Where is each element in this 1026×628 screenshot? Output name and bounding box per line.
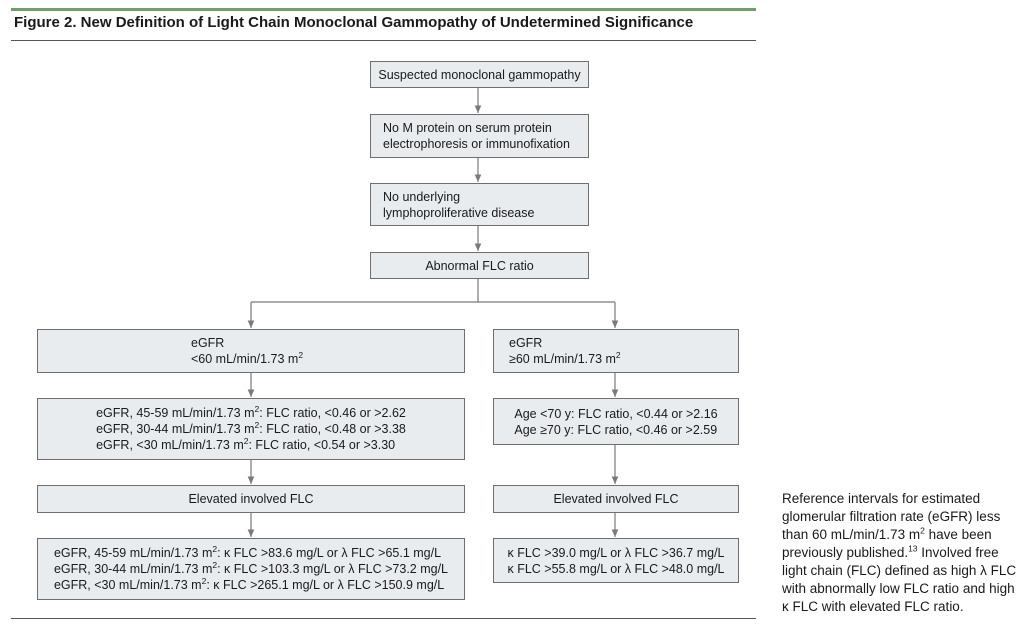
box-abnormal-flc-ratio: Abnormal FLC ratio [370,252,589,279]
ratio-line: eGFR, <30 mL/min/1.73 m2: FLC ratio, <0.… [96,435,396,452]
box-right-elevated-flc: Elevated involved FLC [493,485,739,513]
title-rule [11,40,756,41]
ratio-line: eGFR, 45-59 mL/min/1.73 m2: FLC ratio, <… [96,403,406,420]
flc-line: eGFR, <30 mL/min/1.73 m2: κ FLC >265.1 m… [53,575,445,592]
box-suspected-gammopathy: Suspected monoclonal gammopathy [370,61,589,88]
age-line: Age <70 y: FLC ratio, <0.44 or >2.16 [514,406,718,421]
box-right-flc-thresholds: κ FLC >39.0 mg/L or λ FLC >36.7 mg/L κ F… [493,538,739,583]
ratio-line: eGFR, 30-44 mL/min/1.73 m2: FLC ratio, <… [96,419,406,436]
figure-title: Figure 2. New Definition of Light Chain … [14,14,694,31]
flc-line: eGFR, 45-59 mL/min/1.73 m2: κ FLC >83.6 … [53,543,442,560]
flc-line: κ FLC >55.8 mg/L or λ FLC >48.0 mg/L [507,561,725,576]
age-line: Age ≥70 y: FLC ratio, <0.46 or >2.59 [514,422,718,437]
box-right-age-thresholds: Age <70 y: FLC ratio, <0.44 or >2.16 Age… [493,398,739,445]
accent-bar [11,8,756,11]
box-left-flc-thresholds: eGFR, 45-59 mL/min/1.73 m2: κ FLC >83.6 … [37,538,465,600]
box-no-m-protein: No M protein on serum protein electropho… [370,114,589,158]
box-left-elevated-flc: Elevated involved FLC [37,485,465,513]
box-left-ratio-thresholds: eGFR, 45-59 mL/min/1.73 m2: FLC ratio, <… [37,398,465,460]
flc-line: eGFR, 30-44 mL/min/1.73 m2: κ FLC >103.3… [53,559,449,576]
flc-line: κ FLC >39.0 mg/L or λ FLC >36.7 mg/L [507,545,725,560]
bottom-rule [11,618,756,619]
figure-caption: Reference intervals for estimated glomer… [782,491,1017,614]
box-right-egfr: eGFR ≥60 mL/min/1.73 m2 [493,329,739,373]
box-left-egfr: eGFR <60 mL/min/1.73 m2 [37,329,465,373]
box-no-underlying-disease: No underlying lymphoproliferative diseas… [370,183,589,226]
